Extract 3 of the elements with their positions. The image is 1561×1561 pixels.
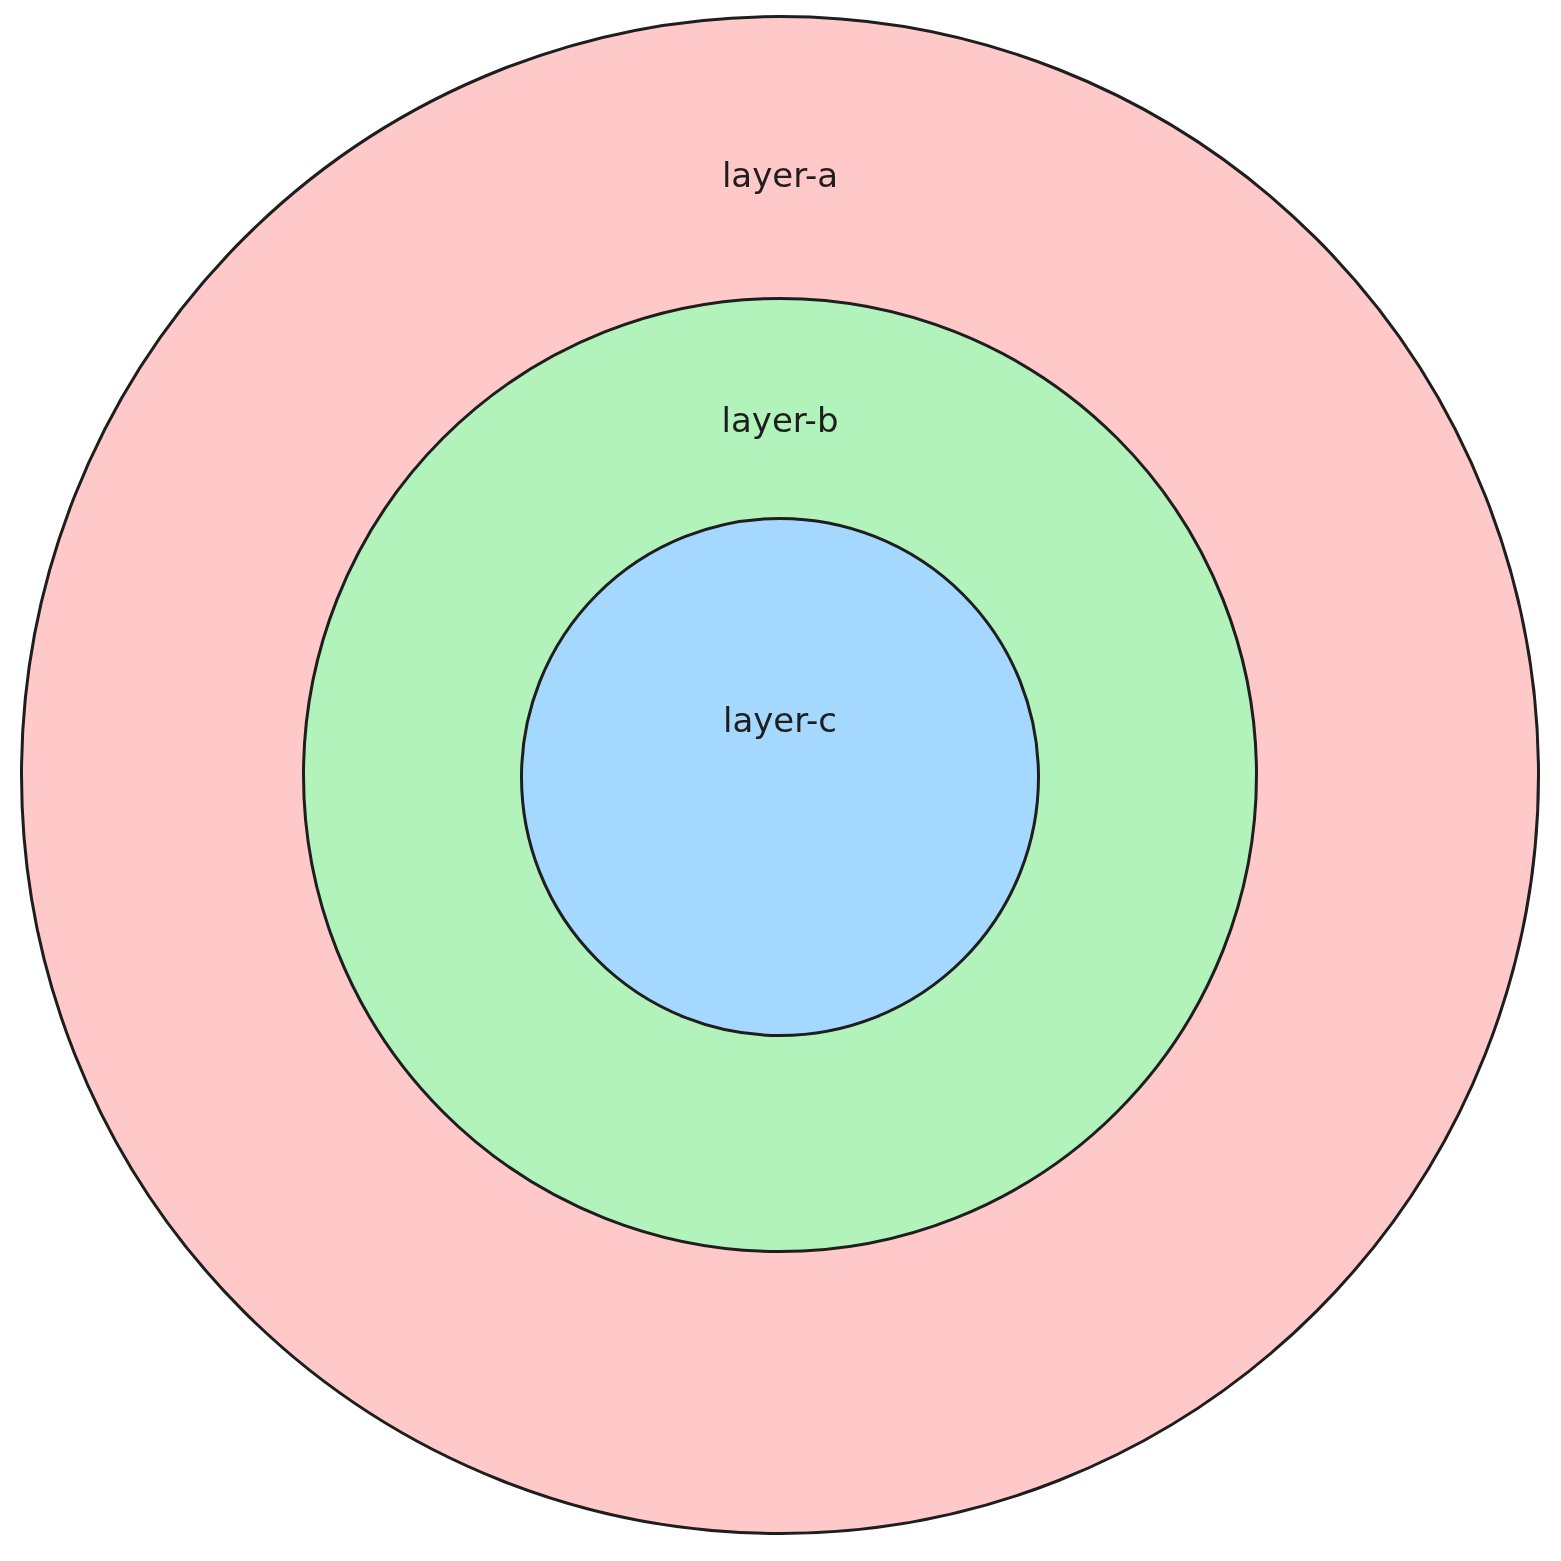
layer-label: layer-a xyxy=(721,155,839,196)
layer-label: layer-c xyxy=(722,700,838,741)
layer-label: layer-b xyxy=(721,400,839,441)
